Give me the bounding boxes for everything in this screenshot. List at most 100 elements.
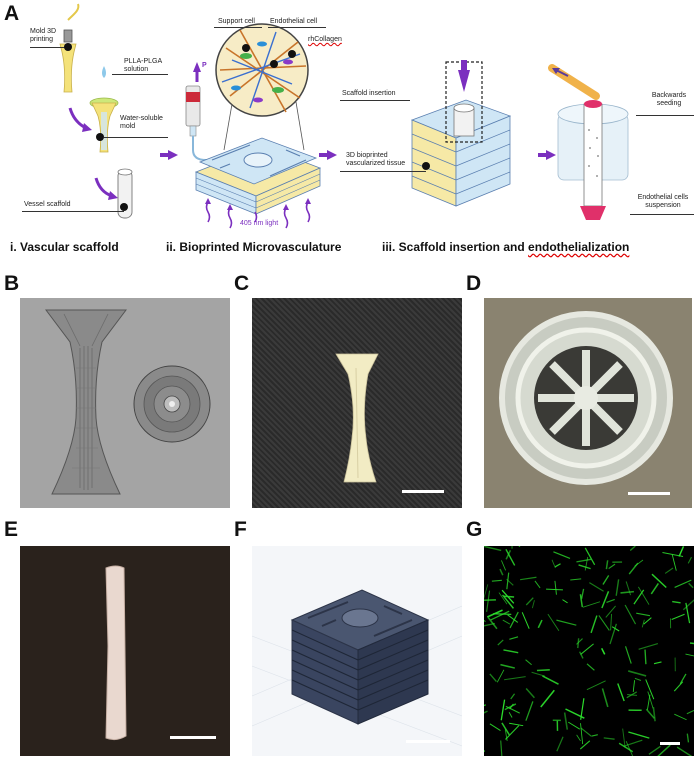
panel-c-letter: C <box>234 272 250 295</box>
fluorescent-filament <box>674 579 692 588</box>
fluorescent-filament <box>623 739 643 747</box>
fluorescent-filament <box>556 619 577 626</box>
panel-b-letter: B <box>4 272 20 295</box>
fluorescent-filament <box>490 610 510 621</box>
fluorescent-filament <box>637 586 650 605</box>
fluorescent-filament <box>601 591 610 609</box>
leader-line <box>214 27 262 28</box>
fluorescent-filament <box>484 704 486 706</box>
fluorescent-filament <box>518 546 521 548</box>
fluorescent-filament <box>580 588 585 599</box>
fluorescent-filament <box>503 595 515 598</box>
fluorescent-filament <box>673 681 684 692</box>
leader-line <box>22 211 124 212</box>
fluorescent-filament <box>688 582 694 589</box>
fluorescent-filament <box>579 594 584 608</box>
fluorescent-filament <box>611 626 620 632</box>
fluorescent-filament <box>624 604 637 625</box>
fluorescent-filament <box>641 619 645 628</box>
fluorescent-filament <box>507 614 519 623</box>
fluorescent-filament <box>489 723 501 731</box>
scale-bar <box>170 736 216 739</box>
fluorescent-filament <box>605 560 609 570</box>
fluorescent-filament <box>499 568 504 576</box>
fluorescent-filament <box>638 643 659 650</box>
fluorescent-filament <box>540 689 555 708</box>
fluorescent-filament <box>563 712 569 730</box>
leader-line <box>340 171 426 172</box>
marker-dot <box>64 43 72 51</box>
fluorescent-filament <box>682 599 694 611</box>
label-bioprinted-tissue: 3D bioprinted vascularized tissue <box>346 152 406 167</box>
fluorescent-filament <box>537 619 543 629</box>
fluorescent-filament <box>484 750 486 752</box>
fluorescent-filament <box>509 722 524 727</box>
fluorescent-filament <box>636 612 651 617</box>
label-rhcollagen: rhCollagen <box>308 36 342 43</box>
marker-dot <box>288 50 296 58</box>
fluorescent-filament <box>648 745 661 755</box>
fluorescent-filament <box>576 558 592 563</box>
fluorescent-filament <box>484 620 486 622</box>
fluorescent-filament <box>525 701 534 721</box>
fluorescent-filament <box>556 736 564 752</box>
fluorescent-filament <box>632 680 635 692</box>
fluorescent-filament <box>625 581 632 596</box>
panel-e-letter: E <box>4 518 19 541</box>
leader-line <box>104 137 168 138</box>
panel-d-topview-photo <box>484 298 692 508</box>
fluorescent-filament <box>496 669 505 683</box>
fluorescent-filament <box>590 615 598 634</box>
label-backwards-seeding: Backwards seeding <box>651 92 687 107</box>
fluorescent-filament <box>622 728 626 748</box>
marker-dot <box>120 203 128 211</box>
marker-dot <box>96 133 104 141</box>
fluorescent-filament <box>650 583 659 595</box>
fluorescent-filament <box>615 579 620 596</box>
fluorescent-filament <box>601 688 609 708</box>
section-title-scaffold-insertion: iii. Scaffold insertion and endotheliali… <box>382 240 629 254</box>
section-title-part: iii. Scaffold insertion and <box>382 240 529 254</box>
label-endothelial-cell: Endothelial cell <box>270 18 318 25</box>
panel-d-letter: D <box>466 272 482 295</box>
fluorescent-filament <box>489 673 497 683</box>
fluorescent-filament <box>600 647 606 655</box>
fluorescent-filament <box>503 649 519 654</box>
fluorescent-filament <box>609 623 618 645</box>
fluorescent-filament <box>525 659 532 666</box>
fluorescent-filament <box>652 707 656 722</box>
fluorescent-filament <box>686 733 690 743</box>
scale-bar <box>660 742 680 745</box>
fluorescent-filament <box>576 734 581 742</box>
fluorescent-filament <box>498 592 508 605</box>
fluorescent-filament <box>617 683 625 702</box>
fluorescent-filament <box>629 546 636 551</box>
fluorescent-filament <box>505 549 516 566</box>
fluorescent-filament <box>651 573 667 589</box>
fluorescent-filament <box>644 649 647 665</box>
panel-g-letter: G <box>466 518 483 541</box>
leader-line <box>112 74 168 75</box>
fluorescent-filament <box>662 552 684 558</box>
fluorescent-filament <box>628 731 650 739</box>
fluorescent-filament <box>664 567 674 574</box>
fluorescent-filament <box>501 722 510 736</box>
fluorescent-filament <box>500 663 515 669</box>
marker-dot <box>242 44 250 52</box>
fluorescent-filament <box>653 661 662 665</box>
label-support-cell: Support cell <box>218 18 255 25</box>
fluorescent-filament <box>501 560 507 571</box>
fluorescent-filament <box>580 723 584 745</box>
fluorescent-filament <box>678 546 685 557</box>
fluorescent-filament <box>504 703 517 711</box>
section-title-vascular-scaffold: i. Vascular scaffold <box>10 240 119 254</box>
fluorescent-filament <box>645 679 655 700</box>
marker-dot <box>270 60 278 68</box>
fluorescent-filament <box>576 638 583 645</box>
fluorescent-filament <box>554 580 557 595</box>
fluorescent-filament <box>509 703 514 710</box>
fluorescent-filament <box>578 564 591 570</box>
fluorescent-filament <box>605 605 616 618</box>
fluorescent-filament <box>504 729 508 742</box>
label-plla-plga: PLLA-PLGA solution <box>124 58 162 73</box>
